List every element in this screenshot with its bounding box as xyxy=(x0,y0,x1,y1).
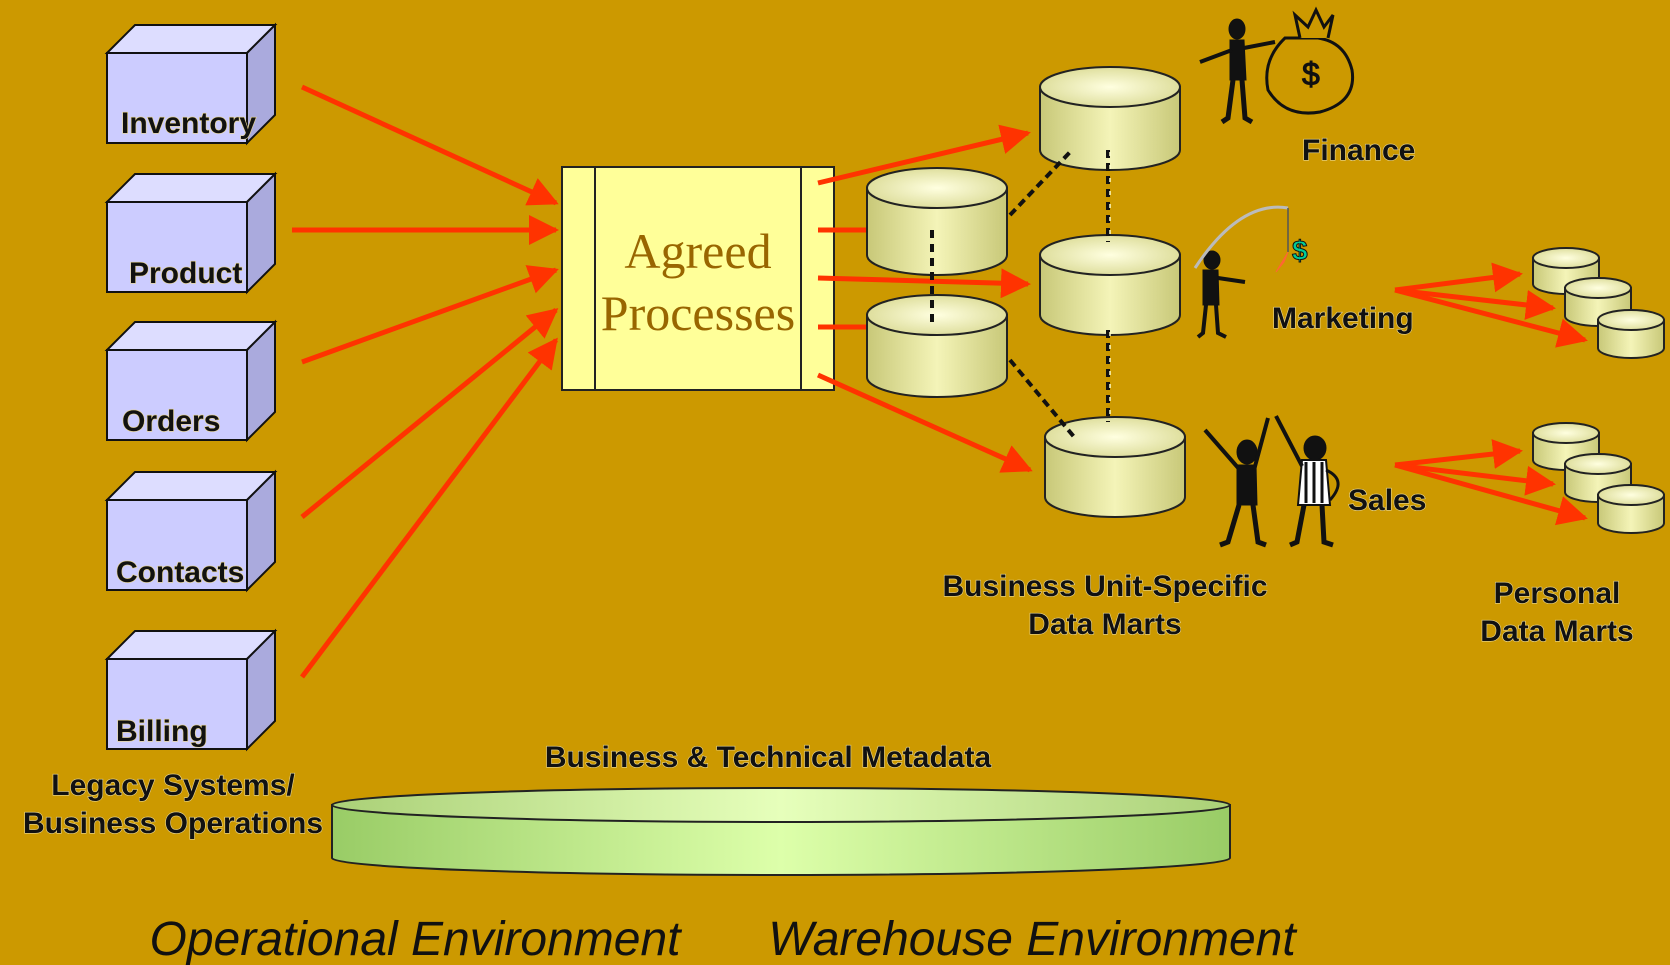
marts-caption-line2: Data Marts xyxy=(1028,608,1181,641)
personal-marts-sales xyxy=(1532,422,1665,534)
marketing-label: Marketing xyxy=(1272,302,1414,335)
staging-cylinder-1 xyxy=(866,167,1008,276)
system-box-inventory: Inventory xyxy=(104,22,278,146)
arrow-sales-to-personal-3 xyxy=(1394,462,1588,526)
svg-text:$: $ xyxy=(1292,235,1308,266)
mart-links xyxy=(1008,148,1110,440)
legacy-caption-line2: Business Operations xyxy=(23,807,323,840)
mart-cylinder-marketing xyxy=(1039,234,1181,336)
legacy-systems: Inventory Product Orders Contacts Billin… xyxy=(104,22,278,752)
system-label-orders: Orders xyxy=(122,405,220,438)
link-staging-sales xyxy=(1008,358,1077,440)
finance-person-money-icon: $ xyxy=(1199,6,1355,125)
svg-text:$: $ xyxy=(1302,56,1320,92)
legacy-caption-line1: Legacy Systems/ xyxy=(51,769,295,802)
mart-cylinder-finance xyxy=(1039,66,1181,171)
arrow-billing-to-process xyxy=(300,337,558,679)
system-label-inventory: Inventory xyxy=(121,107,256,140)
system-box-contacts: Contacts xyxy=(104,469,278,593)
personal-marts-marketing xyxy=(1532,247,1665,359)
arrow-process-to-sales xyxy=(816,372,1033,473)
system-label-product: Product xyxy=(129,257,242,290)
system-label-billing: Billing xyxy=(116,715,208,748)
arrow-marketing-to-personal-2 xyxy=(1394,287,1556,320)
metadata-label: Business & Technical Metadata xyxy=(545,741,992,774)
metadata-disc xyxy=(331,787,1231,876)
staging-cylinder-2 xyxy=(866,294,1008,398)
system-box-orders: Orders xyxy=(104,319,278,443)
arrow-process-to-finance xyxy=(817,124,1031,186)
sales-label: Sales xyxy=(1348,484,1426,517)
sales-people-icon xyxy=(1203,415,1340,548)
operational-environment-label: Operational Environment xyxy=(150,913,683,965)
process-label-line1: Agreed xyxy=(624,223,771,279)
system-label-contacts: Contacts xyxy=(116,556,244,589)
arrow-contacts-to-process xyxy=(300,308,559,519)
process-label-line2: Processes xyxy=(601,285,795,341)
agreed-processes-box: Agreed Processes xyxy=(561,166,835,391)
system-box-billing: Billing xyxy=(104,628,278,752)
marts-caption-line1: Business Unit-Specific xyxy=(942,570,1267,603)
personal-mart-cylinder xyxy=(1597,309,1665,359)
finance-label: Finance xyxy=(1302,134,1415,167)
personal-arrows xyxy=(1394,262,1588,526)
system-box-product: Product xyxy=(104,171,278,295)
personal-caption-line2: Data Marts xyxy=(1480,615,1633,648)
personal-mart-cylinder xyxy=(1597,484,1665,534)
arrow-sales-to-personal-2 xyxy=(1394,462,1556,496)
arrow-marketing-to-personal-1 xyxy=(1394,262,1523,293)
link-staging-finance xyxy=(1008,148,1074,217)
warehouse-environment-label: Warehouse Environment xyxy=(768,913,1297,965)
mart-cylinder-sales xyxy=(1044,416,1186,518)
ingest-arrows xyxy=(292,84,559,679)
arrow-process-to-marketing xyxy=(817,268,1031,299)
arrow-sales-to-personal-1 xyxy=(1394,439,1523,469)
arrow-orders-to-process xyxy=(301,265,559,365)
arrow-inventory-to-process xyxy=(300,84,559,206)
arrow-marketing-to-personal-3 xyxy=(1394,287,1588,348)
marketing-person-fishing-icon: $ xyxy=(1193,205,1309,339)
personal-caption-line1: Personal xyxy=(1494,577,1621,610)
